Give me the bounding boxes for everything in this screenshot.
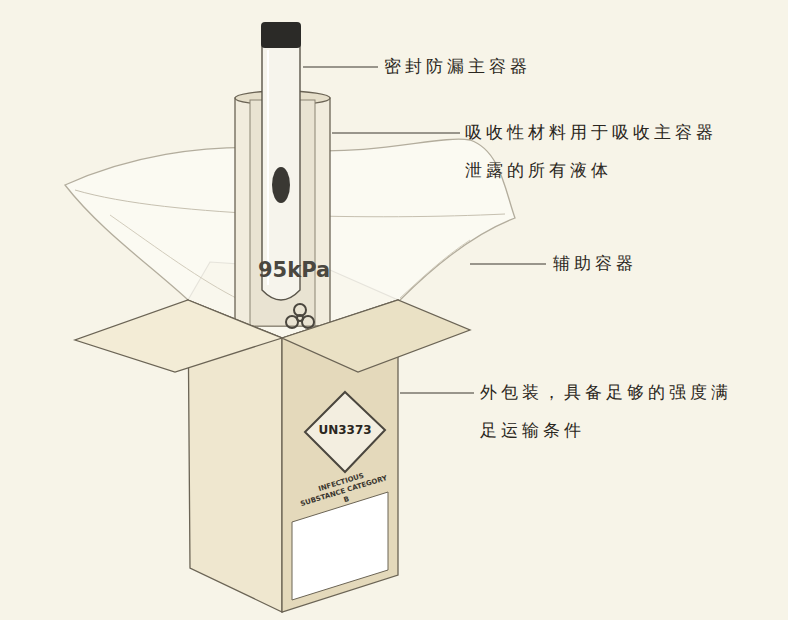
callout-label: 吸收性材料用于吸收主容器 泄露的所有液体 [465, 114, 755, 190]
un-number: UN3373 [312, 423, 378, 437]
specimen [272, 167, 290, 203]
box-right-flap [282, 300, 470, 372]
pressure-mark: 95kPa [258, 258, 338, 282]
callout-label: 辅助容器 [553, 245, 693, 283]
address-label [292, 492, 388, 600]
callout-label: 密封防漏主容器 [384, 48, 584, 86]
leader-lines [303, 67, 546, 393]
tube-cap [261, 22, 301, 48]
biohazard-symbol [286, 304, 314, 328]
un-diamond [305, 392, 385, 472]
callout-label: 外包装，具备足够的强度满 足运输条件 [480, 374, 760, 450]
category-mark: INFECTIOUS SUBSTANCE CATEGORY B [294, 465, 394, 519]
tube-highlight [267, 50, 269, 285]
box-left-flap [75, 300, 282, 372]
